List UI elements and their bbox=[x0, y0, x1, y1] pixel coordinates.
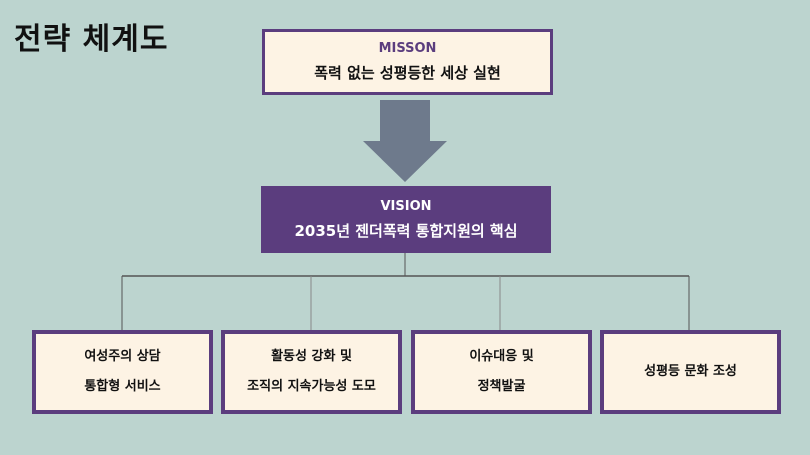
page-title: 전략 체계도 bbox=[14, 22, 169, 57]
goal-line2: 조직의 지속가능성 도모 bbox=[247, 379, 376, 394]
down-arrow-icon bbox=[363, 100, 447, 182]
goal-line1: 활동성 강화 및 bbox=[271, 349, 352, 364]
vision-label: VISION bbox=[380, 198, 432, 214]
goal-line1: 이슈대응 및 bbox=[469, 349, 534, 364]
vision-text: 2035년 젠더폭력 통합지원의 핵심 bbox=[294, 221, 518, 240]
mission-text: 폭력 없는 성평등한 세상 실현 bbox=[314, 64, 501, 82]
goal-line2: 통합형 서비스 bbox=[84, 379, 161, 394]
goal-box-4: 성평등 문화 조성 bbox=[600, 330, 781, 414]
goal-box-2: 활동성 강화 및 조직의 지속가능성 도모 bbox=[221, 330, 402, 414]
mission-box: MISSON 폭력 없는 성평등한 세상 실현 bbox=[262, 29, 553, 95]
goal-line1: 여성주의 상담 bbox=[84, 349, 161, 364]
goal-box-3: 이슈대응 및 정책발굴 bbox=[411, 330, 592, 414]
goal-line2: 정책발굴 bbox=[477, 379, 526, 394]
goal-line1: 성평등 문화 조성 bbox=[644, 364, 737, 379]
vision-box: VISION 2035년 젠더폭력 통합지원의 핵심 bbox=[261, 186, 551, 253]
mission-label: MISSON bbox=[378, 41, 437, 56]
goal-box-1: 여성주의 상담 통합형 서비스 bbox=[32, 330, 213, 414]
